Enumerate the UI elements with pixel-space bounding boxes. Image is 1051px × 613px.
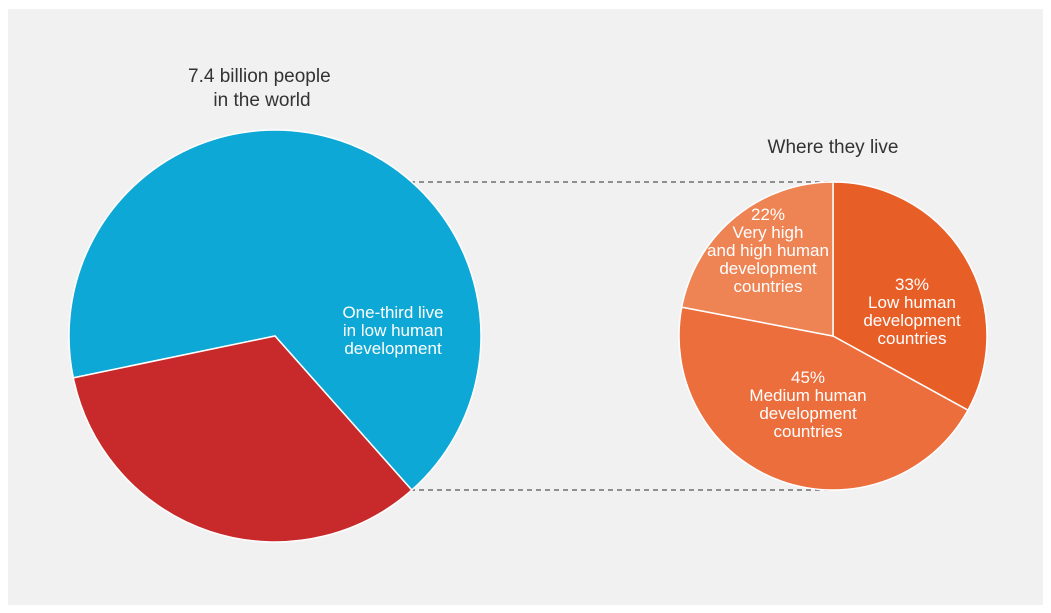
- region-title: Where they live: [768, 137, 899, 158]
- slice-label-line: countries: [878, 329, 947, 348]
- pie-slice: [832, 181, 988, 412]
- pie-slice: [68, 129, 482, 492]
- slice-label-line: Very high: [733, 223, 804, 242]
- pie-slice: [678, 306, 969, 491]
- slice-label-line: 22%: [751, 205, 785, 224]
- world-title: 7.4 billion people in the world: [188, 66, 336, 111]
- slice-label-line: countries: [734, 277, 803, 296]
- pie-slice: [680, 181, 834, 337]
- slice-label-line: and high human: [707, 241, 829, 260]
- slice-label-line: development: [759, 404, 857, 423]
- slice-label-line: development: [719, 259, 817, 278]
- slice-label-line: 33%: [895, 275, 929, 294]
- slice-label-line: Medium human: [749, 386, 866, 405]
- pie-slice: [72, 335, 413, 543]
- slice-label-line: development: [344, 339, 442, 358]
- slice-label-line: One-third live: [342, 303, 443, 322]
- slice-label-line: development: [863, 311, 961, 330]
- world-title-line: 7.4 billion people: [188, 66, 331, 87]
- region-title-line: Where they live: [768, 137, 899, 158]
- world-title-line: in the world: [213, 90, 310, 111]
- slice-label-line: countries: [774, 422, 843, 441]
- slice-label-line: Low human: [868, 293, 956, 312]
- slice-label-line: 45%: [791, 368, 825, 387]
- slice-label-line: in low human: [343, 321, 443, 340]
